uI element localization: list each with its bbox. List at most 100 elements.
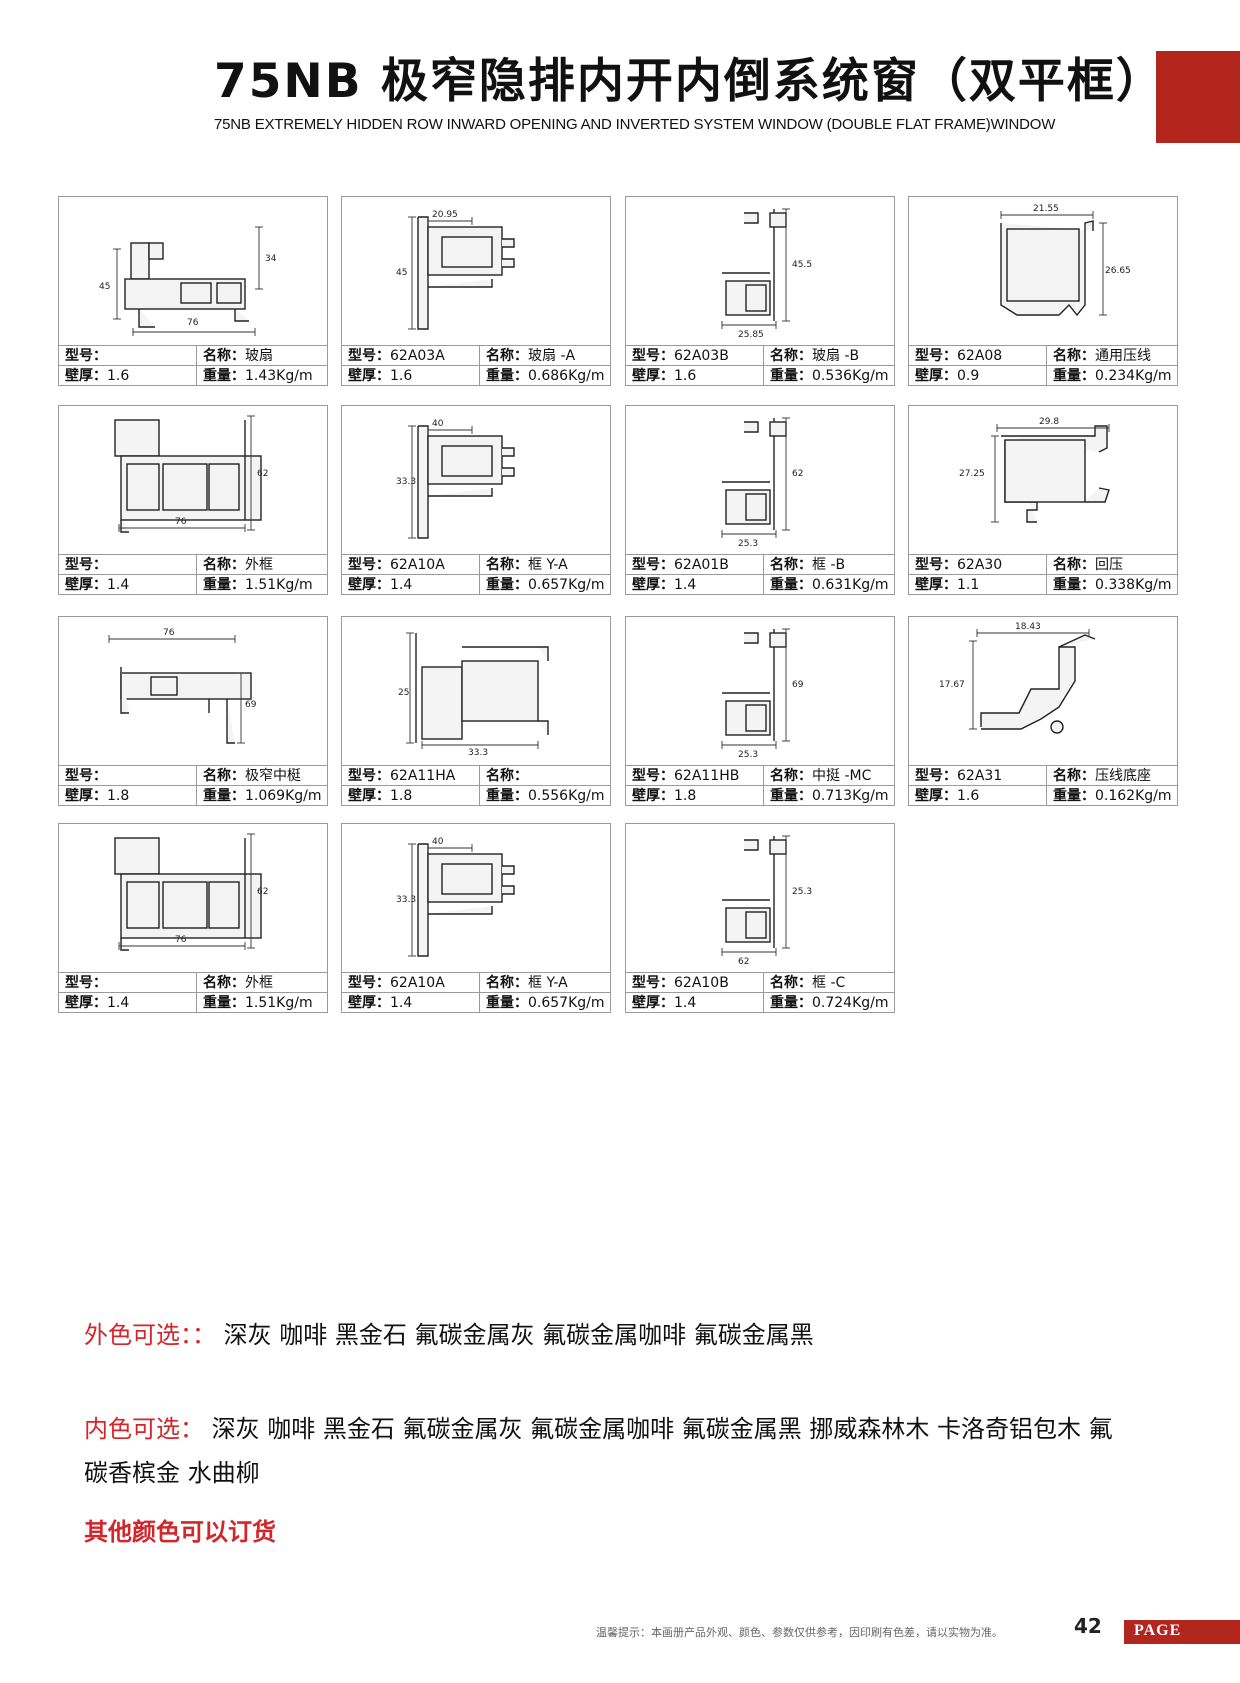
wall-thickness-cell: 壁厚：1.8 — [626, 786, 764, 806]
wall-thickness-cell-label: 壁厚： — [632, 577, 674, 593]
wall-thickness-cell: 壁厚：1.6 — [59, 366, 197, 386]
name-cell-label: 名称： — [1053, 348, 1095, 364]
profile-outline — [980, 646, 1076, 730]
dimension-label: 21.55 — [1033, 204, 1059, 214]
model-cell-value: 62A31 — [957, 768, 1003, 784]
weight-cell: 重量：0.338Kg/m — [1047, 575, 1177, 595]
outer-colors: 外色可选：： 深灰 咖啡 黑金石 氟碳金属灰 氟碳金属咖啡 氟碳金属黑 — [84, 1313, 814, 1357]
wall-thickness-cell-value: 1.6 — [957, 788, 980, 804]
dimension-label: 76 — [175, 517, 187, 527]
inner-chamber — [745, 493, 767, 521]
dimension-label: 45 — [396, 268, 407, 278]
mullion-chamber — [120, 672, 252, 700]
inner-colors-value-line1: 深灰 咖啡 黑金石 氟碳金属灰 氟碳金属咖啡 氟碳金属黑 挪威森林木 卡洛奇铝包… — [211, 1415, 1113, 1443]
name-cell: 名称：外框 — [197, 973, 327, 993]
name-cell: 名称：框 -B — [764, 555, 894, 575]
name-cell-value: 框 Y-A — [528, 557, 568, 573]
model-cell: 型号：62A11HB — [626, 766, 764, 786]
model-cell: 型号：62A10A — [342, 973, 480, 993]
weight-cell-label: 重量： — [1053, 788, 1095, 804]
profile-outline — [120, 667, 129, 714]
name-cell-value: 回压 — [1095, 557, 1123, 573]
wall-thickness-cell-label: 壁厚： — [348, 577, 390, 593]
weight-cell-value: 0.713Kg/m — [812, 788, 889, 804]
wall-thickness-cell-label: 壁厚： — [348, 368, 390, 384]
profile-section-drawing: 29.827.25 — [959, 417, 1110, 523]
weight-cell-label: 重量： — [770, 368, 812, 384]
profile-outline — [744, 632, 759, 644]
wall-thickness-cell-value: 1.4 — [390, 995, 413, 1011]
model-cell-label: 型号： — [632, 975, 674, 991]
model-cell-value: 62A01B — [674, 557, 729, 573]
profile-outline — [744, 421, 759, 433]
name-cell: 名称：框 Y-A — [480, 973, 610, 993]
model-cell-label: 型号： — [915, 557, 957, 573]
profile-outline — [744, 212, 759, 224]
dimension-label: 76 — [187, 318, 199, 328]
wall-thickness-cell: 壁厚：1.4 — [342, 575, 480, 595]
name-cell-label: 名称： — [770, 975, 812, 991]
dimension-label: 25.3 — [738, 750, 758, 760]
weight-cell-value: 0.724Kg/m — [812, 995, 889, 1011]
insulation-chamber — [162, 463, 208, 511]
weight-cell-label: 重量： — [770, 577, 812, 593]
name-cell-label: 名称： — [770, 557, 812, 573]
name-cell-value: 框 -C — [812, 975, 846, 991]
dimension-label: 25.3 — [738, 539, 758, 549]
weight-cell: 重量：0.631Kg/m — [764, 575, 894, 595]
inner-chamber — [441, 863, 493, 895]
weight-cell-value: 0.536Kg/m — [812, 368, 889, 384]
weight-cell-label: 重量： — [203, 368, 245, 384]
model-cell-label: 型号： — [915, 348, 957, 364]
wall-thickness-cell: 壁厚：1.4 — [626, 575, 764, 595]
weight-cell-label: 重量： — [486, 995, 528, 1011]
dimension-label: 45 — [99, 282, 110, 292]
dimension-label: 25.3 — [792, 887, 812, 897]
insulation-chamber — [150, 676, 178, 696]
name-cell: 名称：通用压线 — [1047, 346, 1177, 366]
wall-thickness-cell: 壁厚：1.8 — [342, 786, 480, 806]
name-cell-value: 中挺 -MC — [812, 768, 872, 784]
model-cell-label: 型号： — [65, 768, 107, 784]
dimension-label: 69 — [245, 700, 257, 710]
model-cell: 型号：62A03B — [626, 346, 764, 366]
dimension-label: 17.67 — [939, 680, 965, 690]
dimension-label: 40 — [432, 837, 444, 847]
model-cell: 型号：62A10A — [342, 555, 480, 575]
profile-section-drawing: 20.95 45 — [396, 210, 515, 330]
name-cell: 名称：框 -C — [764, 973, 894, 993]
footer-disclaimer: 温馨提示：本画册产品外观、颜色、参数仅供参考，因印刷有色差，请以实物为准。 — [596, 1626, 1003, 1639]
model-cell-label: 型号： — [65, 348, 107, 364]
glass-rebate — [130, 242, 150, 280]
page-title: 75NB 极窄隐排内开内倒系统窗（双平框） — [214, 54, 1165, 109]
model-cell: 型号：62A01B — [626, 555, 764, 575]
profile-outline — [502, 447, 515, 457]
model-cell-label: 型号： — [348, 557, 390, 573]
model-cell-value: 62A10A — [390, 557, 445, 573]
wall-thickness-cell: 壁厚：1.1 — [909, 575, 1047, 595]
name-cell-label: 名称： — [770, 768, 812, 784]
model-cell: 型号：62A11HA — [342, 766, 480, 786]
bead-chamber — [1004, 439, 1086, 503]
weight-cell-value: 1.43Kg/m — [245, 368, 313, 384]
dimension-label: 20.95 — [432, 210, 458, 220]
weight-cell: 重量：0.713Kg/m — [764, 786, 894, 806]
model-cell-value: 62A03A — [390, 348, 445, 364]
inner-chamber — [441, 236, 493, 268]
weight-cell: 重量：0.162Kg/m — [1047, 786, 1177, 806]
wall-thickness-cell-label: 壁厚： — [915, 788, 957, 804]
model-cell-value: 62A11HA — [390, 768, 456, 784]
weight-cell-label: 重量： — [203, 577, 245, 593]
profile-outline — [502, 258, 515, 268]
name-cell-value: 框 -B — [812, 557, 846, 573]
